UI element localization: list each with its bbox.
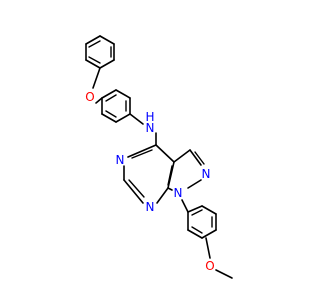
atom-n-amine: N bbox=[146, 121, 155, 135]
aminophenyl-ring-double-bond bbox=[105, 110, 117, 118]
phenyl-ring-bond bbox=[85, 59, 101, 69]
methoxyphenyl-double-bond bbox=[191, 209, 203, 216]
pyrimidine-bond bbox=[156, 187, 169, 204]
pyrimidine-bond bbox=[127, 144, 157, 158]
atom-o-methoxy: O bbox=[205, 259, 214, 273]
pyrimidine-double-bond bbox=[131, 149, 153, 159]
aminophenyl-ring-bond bbox=[101, 89, 117, 99]
atom-n-pyrimidine-bottom: N bbox=[146, 200, 155, 214]
atom-o-ether: O bbox=[85, 90, 94, 104]
pyrimidine-bond bbox=[123, 179, 144, 204]
pyrimidine-double-bond bbox=[128, 179, 145, 198]
methyl-bond bbox=[215, 269, 233, 279]
atom-n-pyrimidine-top: N bbox=[116, 153, 125, 167]
amine-bond bbox=[129, 113, 144, 125]
methoxyphenyl-ring-bond bbox=[187, 205, 203, 213]
atom-n-pyrazole-top: N bbox=[202, 167, 211, 181]
aminophenyl-ring-bond bbox=[115, 113, 131, 123]
phenyl-ring-double-bond bbox=[88, 40, 101, 48]
pyrimidine-bond bbox=[155, 144, 175, 163]
methoxy-bond bbox=[205, 237, 211, 259]
pyrimidine-double-bond bbox=[167, 165, 173, 186]
methoxyphenyl-ring-bond bbox=[201, 205, 217, 215]
phenyl-ring-bond bbox=[99, 35, 115, 45]
pyrazole-bond bbox=[187, 179, 202, 189]
aminophenyl-ring-bond bbox=[101, 113, 117, 123]
pyrazole-bond bbox=[189, 149, 202, 166]
atom-h-amine: H bbox=[145, 110, 154, 124]
pyrazole-bond bbox=[167, 187, 173, 191]
phenyl-ring-bond bbox=[99, 59, 115, 69]
pyrimidine-bond bbox=[167, 161, 175, 189]
bond-layer bbox=[85, 35, 233, 279]
ether-bond bbox=[92, 67, 101, 89]
phenyl-ring-double-bond bbox=[88, 56, 101, 64]
methoxyphenyl-ring-bond bbox=[187, 229, 203, 239]
atom-n-pyrazole-bottom: N bbox=[174, 186, 183, 200]
n-aryl-bond bbox=[181, 199, 189, 213]
aminophenyl-ring-double-bond bbox=[105, 94, 117, 102]
aminophenyl-ring-bond bbox=[115, 89, 131, 99]
ether-bond bbox=[95, 97, 103, 104]
atom-label-layer: O N H N N N N O bbox=[85, 90, 214, 273]
methoxyphenyl-ring-bond bbox=[201, 229, 217, 239]
phenyl-ring-bond bbox=[85, 35, 101, 45]
molecule-structure: O N H N N N N O bbox=[85, 35, 233, 279]
pyrazole-bond bbox=[173, 149, 191, 163]
pyrazole-double-bond bbox=[194, 151, 205, 165]
methoxyphenyl-double-bond bbox=[191, 226, 203, 234]
molecule-canvas: O N H N N N N O bbox=[85, 35, 233, 279]
